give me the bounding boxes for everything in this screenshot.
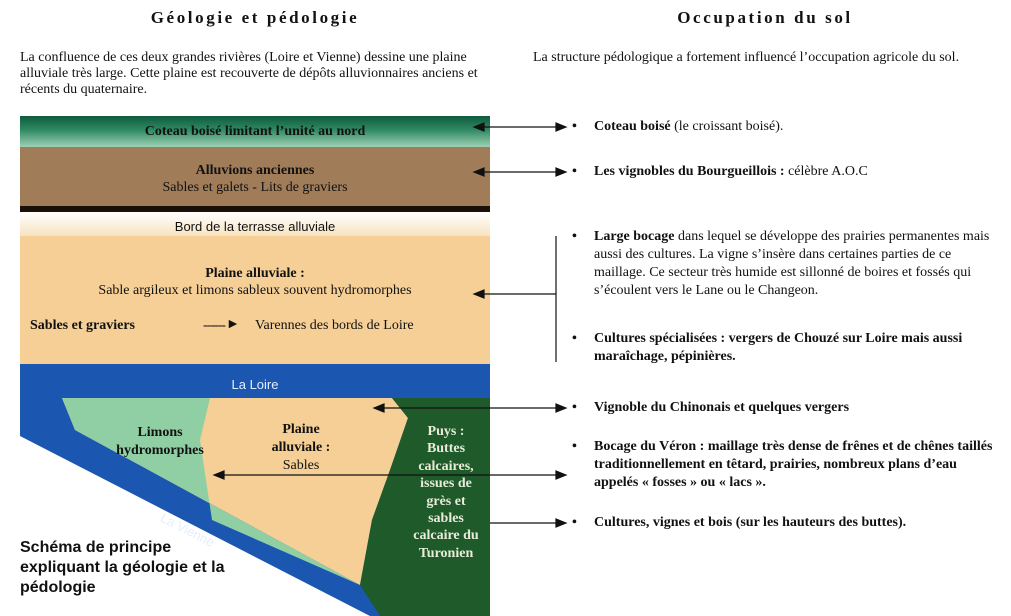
bullet-dot: •: [572, 400, 577, 415]
bullet-dot: •: [572, 515, 577, 530]
bord-terrasse-band: [20, 212, 490, 236]
puys-line: sables: [428, 511, 464, 527]
puys-line: Buttes: [426, 441, 466, 457]
bullet-text: (le croissant boisé).: [670, 119, 784, 134]
left-title: Géologie et pédologie: [150, 8, 360, 27]
left-intro: La confluence de ces deux grandes rivièr…: [20, 50, 478, 97]
plaine-title: Plaine alluviale :: [205, 266, 305, 281]
bullet-coteau: • Coteau boisé (le croissant boisé).: [572, 118, 1000, 136]
sables-arrow-head: ►: [226, 317, 240, 332]
bullet-dot: •: [572, 164, 577, 179]
arrowhead: [555, 122, 568, 132]
puys-line: calcaire du: [413, 528, 479, 544]
arrowhead: [472, 289, 485, 299]
bullet-text: dans lequel se développe des prairies pe…: [594, 229, 990, 298]
plaine2-title: Plaine alluviale :: [271, 422, 331, 455]
bullet-bold: Les vignobles du Bourgueillois :: [594, 164, 785, 179]
arrowhead: [372, 403, 385, 413]
alluvions-subtitle: Sables et galets - Lits de graviers: [162, 180, 348, 195]
limons-label: Limons hydromorphes: [116, 425, 204, 458]
puys-label: Puys : Buttes calcaires, issues de grès …: [405, 423, 487, 562]
bullet-buttes: • Cultures, vignes et bois (sur les haut…: [572, 514, 1000, 532]
arrowhead: [555, 470, 568, 480]
alluvions-band: [20, 147, 490, 206]
terrace-dark-line: [20, 206, 490, 212]
bullet-bold: Coteau boisé: [594, 119, 671, 134]
puys-line: grès et: [426, 493, 466, 509]
arrowhead: [212, 470, 225, 480]
bullet-dot: •: [572, 229, 577, 244]
bullet-dot: •: [572, 439, 577, 454]
alluvions-title: Alluvions anciennes: [195, 163, 315, 178]
limons-area: [62, 398, 360, 585]
arrowhead: [472, 167, 485, 177]
loire-label: La Loire: [231, 377, 279, 392]
bullet-veron: • Bocage du Véron : maillage très dense …: [572, 438, 1000, 492]
varennes-label: Varennes des bords de Loire: [255, 318, 414, 333]
bullet-text: célèbre A.O.C: [784, 164, 868, 179]
plaine2-subtitle: Sables: [282, 458, 320, 473]
puys-area: [360, 398, 490, 616]
puys-line: calcaires,: [418, 458, 474, 474]
plaine-subtitle: Sable argileux et limons sableux souvent…: [98, 283, 412, 298]
bullet-cultures-specialisees: • Cultures spécialisées : vergers de Cho…: [572, 330, 1000, 366]
bullet-dot: •: [572, 119, 577, 134]
right-title: Occupation du sol: [677, 8, 853, 27]
bullet-bold: Bocage du Véron : maillage très dense de…: [594, 439, 993, 490]
puys-line: Turonien: [418, 545, 474, 561]
bullet-bocage: • Large bocage dans lequel se développe …: [572, 228, 1000, 300]
arrowhead: [555, 518, 568, 528]
arrowhead: [555, 403, 568, 413]
coteau-band: [20, 116, 490, 147]
bullet-chinonais: • Vignoble du Chinonais et quelques verg…: [572, 399, 1000, 417]
puys-line: issues de: [420, 476, 472, 492]
plaine-band: [20, 236, 490, 364]
sables-arrow-dashes: ------: [203, 318, 226, 333]
bullet-bourgueillois: • Les vignobles du Bourgueillois : célèb…: [572, 163, 1000, 181]
bullet-dot: •: [572, 331, 577, 346]
schema-caption: Schéma de principe expliquant la géologi…: [20, 539, 225, 596]
bullet-bold: Vignoble du Chinonais et quelques verger…: [594, 400, 850, 415]
sables-graviers-label: Sables et graviers: [30, 318, 135, 333]
arrowhead: [555, 167, 568, 177]
bullet-bold: Cultures spécialisées : vergers de Chouz…: [594, 331, 963, 364]
bullet-bold: Cultures, vignes et bois (sur les hauteu…: [594, 515, 907, 530]
arrowhead: [472, 122, 485, 132]
right-intro: La structure pédologique a fortement inf…: [533, 50, 960, 65]
bullet-bold: Large bocage: [594, 229, 675, 244]
puys-line: Puys :: [427, 424, 465, 439]
bord-terrasse-label: Bord de la terrasse alluviale: [174, 219, 336, 234]
coteau-label: Coteau boisé limitant l’unité au nord: [144, 124, 366, 139]
